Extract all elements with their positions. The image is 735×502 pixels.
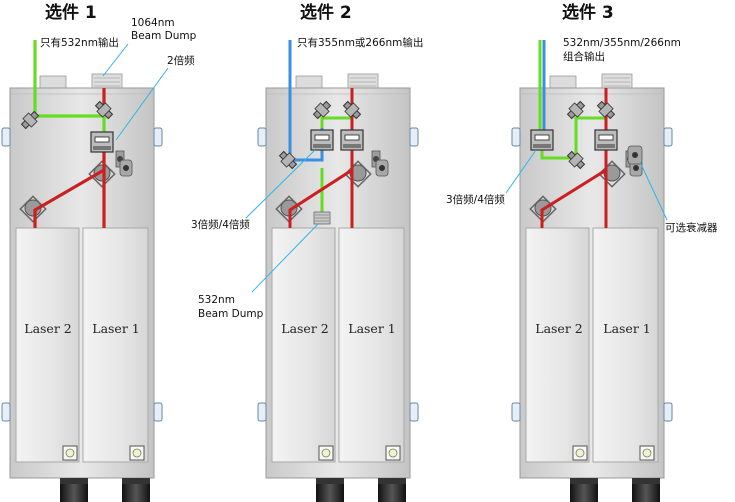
doubler-crystal-icon: [340, 129, 364, 151]
dump-label-line1: 1064nm: [131, 17, 175, 29]
option-3-panel: 选件 3 Laser 2 Laser 1 532nm/355nm/266nm 组…: [446, 2, 718, 502]
ir-beam-laser2-2: [288, 148, 354, 228]
output-label-3-line2: 组合输出: [563, 50, 605, 63]
option-1-title: 选件 1: [45, 2, 97, 23]
output-label-1: 只有532nm输出: [40, 36, 119, 49]
option-1-panel: 选件 1 Laser 2 Laser 1 只有532nm输出 1064nm Be…: [1, 2, 197, 502]
leader-line: [102, 43, 129, 77]
harmonic-label: 3倍频/4倍频: [446, 193, 505, 206]
attenuator-label: 可选衰减器: [665, 221, 718, 234]
option-2-title: 选件 2: [300, 2, 352, 23]
laser-1-label: Laser 1: [348, 321, 395, 336]
harmonic-crystal-icon: [310, 129, 334, 151]
ir-beam-laser2-3: [540, 148, 608, 228]
laser-2-label: Laser 2: [24, 321, 71, 336]
laser-2-label: Laser 2: [535, 321, 582, 336]
doubler-crystal-icon: [90, 131, 114, 153]
laser-1-label: Laser 1: [92, 321, 139, 336]
harmonic-crystal-icon: [530, 129, 554, 151]
laser-2-label: Laser 2: [281, 321, 328, 336]
output-label-3-line1: 532nm/355nm/266nm: [563, 37, 681, 49]
leader-line: [251, 223, 319, 293]
dump-label-line1: 532nm: [198, 294, 235, 306]
doubler-label: 2倍频: [167, 54, 195, 67]
option-3-title: 选件 3: [562, 2, 614, 23]
ir-beam-laser2-1: [33, 148, 106, 228]
harmonic-label: 3倍频/4倍频: [191, 218, 250, 231]
laser-unit-2: [257, 73, 419, 502]
laser-1-label: Laser 1: [603, 321, 650, 336]
option-2-panel: 选件 2 Laser 2 Laser 1 只有355nm或266nm输出 3倍频…: [191, 2, 423, 502]
doubler-crystal-icon: [594, 129, 618, 151]
dump-label-line2: Beam Dump: [131, 30, 197, 42]
laser-unit-1: [1, 73, 163, 502]
output-label-2: 只有355nm或266nm输出: [297, 36, 423, 49]
leader-line: [639, 161, 668, 221]
dump-label-line2: Beam Dump: [198, 308, 264, 320]
leader-line: [245, 149, 316, 219]
leader-line: [505, 149, 537, 194]
leader-line: [115, 67, 169, 141]
